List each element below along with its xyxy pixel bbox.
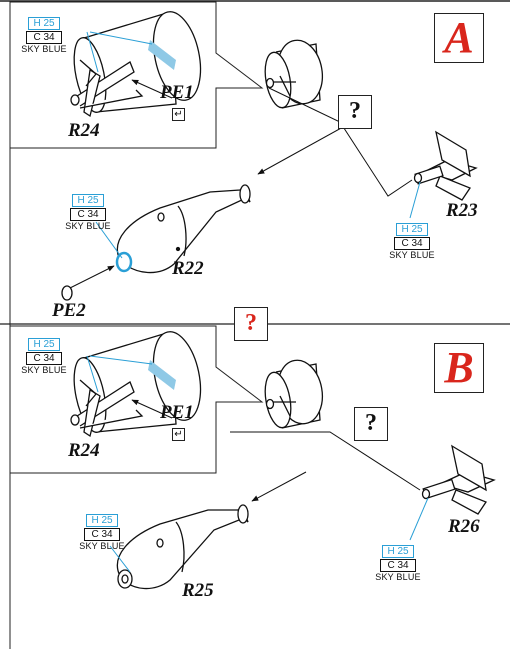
paint-h-code: H 25 [28,338,60,351]
paint-c-code: C 34 [380,559,416,572]
bend-symbol-b: ↵ [172,428,185,441]
fin-part-r23 [413,130,478,201]
paint-c-code: C 34 [70,208,106,221]
leader [89,31,153,45]
assembly-line [257,126,344,175]
tag-pe1-b: PE1 [160,402,194,423]
tag-pe1-a: PE1 [160,82,194,103]
section-b-warning-question: ? [234,307,268,341]
section-a-badge: A [434,13,484,63]
paint-c-code: C 34 [26,31,62,44]
cap-part-pe2 [61,285,73,301]
paint-name: SKY BLUE [21,365,67,375]
assembly-line [230,431,421,491]
paint-callout-detail-b: H 25 C 34 SKY BLUE [14,334,74,376]
paint-c-code: C 34 [84,528,120,541]
bomb-body-r22 [115,184,251,274]
leader [86,31,99,73]
leader [89,355,153,365]
leader [409,181,421,219]
paint-callout-body-a: H 25 C 34 SKY BLUE [58,190,118,232]
leader [109,545,131,573]
paint-h-code: H 25 [28,17,60,30]
pe2-arrow [69,265,115,289]
tag-r22: R22 [172,258,204,279]
paint-callout-fin-b: H 25 C 34 SKY BLUE [368,541,428,583]
section-a-letter: A [444,13,474,62]
tag-r26: R26 [448,516,480,537]
section-b-question: ? [354,407,388,441]
tag-pe2: PE2 [52,300,86,321]
section-b-badge: B [434,343,484,393]
leader [95,221,123,259]
tag-r23: R23 [446,200,478,221]
paint-c-code: C 34 [26,352,62,365]
pe1-arrow [131,399,173,419]
fin-part-r26 [421,444,496,515]
paint-name: SKY BLUE [79,541,125,551]
detail-box-b [10,325,264,474]
drum-part-a [264,39,324,109]
paint-h-code: H 25 [382,545,414,558]
paint-h-code: H 25 [72,194,104,207]
paint-name: SKY BLUE [21,44,67,54]
assembly-line [268,87,413,197]
bend-symbol-a: ↵ [172,108,185,121]
detail-box-a [10,1,264,149]
leader [86,355,99,393]
tag-r24-a: R24 [68,120,100,141]
bomb-body-r25 [116,504,249,590]
paint-callout-body-b: H 25 C 34 SKY BLUE [72,510,132,552]
leader [409,497,429,541]
paint-h-code: H 25 [86,514,118,527]
paint-c-code: C 34 [394,237,430,250]
paint-name: SKY BLUE [65,221,111,231]
paint-h-code: H 25 [396,223,428,236]
paint-callout-fin-a: H 25 C 34 SKY BLUE [382,219,442,261]
section-a-question: ? [338,95,372,129]
paint-name: SKY BLUE [389,250,435,260]
assembly-line [251,471,307,502]
detail-drum-a [70,11,202,118]
tag-r25: R25 [182,580,214,601]
detail-drum-b [70,331,202,438]
pe1-arrow [131,79,173,99]
tag-r24-b: R24 [68,440,100,461]
section-b-letter: B [444,343,474,392]
drum-part-b [264,359,324,429]
paint-name: SKY BLUE [375,572,421,582]
paint-callout-detail-a: H 25 C 34 SKY BLUE [14,13,74,55]
